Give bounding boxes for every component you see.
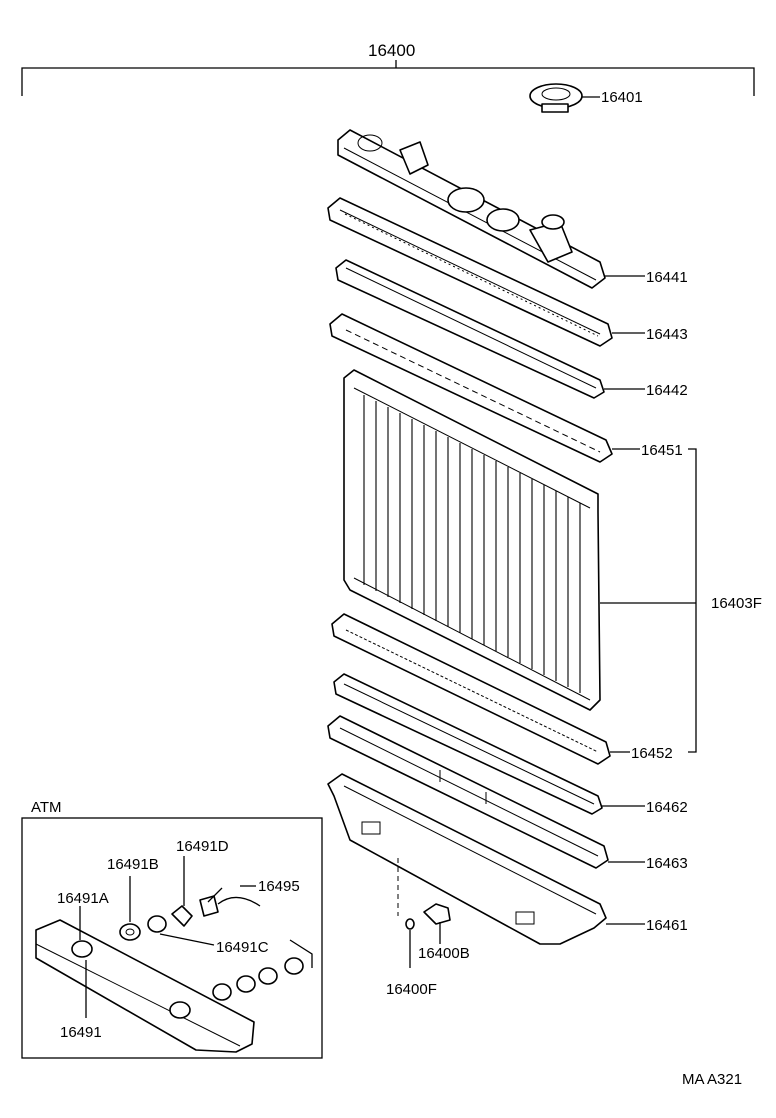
assembly-bracket: [21, 60, 755, 96]
lower-core-plate-part: [331, 613, 630, 765]
footer-code: MA A321: [682, 1071, 742, 1088]
lower-gasket-frame-part: [327, 715, 645, 869]
assembly-label: 16400: [368, 41, 415, 60]
label-16491B: 16491B: [107, 856, 159, 873]
label-16442: 16442: [646, 382, 688, 399]
label-16491A: 16491A: [57, 890, 109, 907]
label-16451: 16451: [641, 442, 683, 459]
lower-tank-part: [327, 773, 645, 945]
label-16461: 16461: [646, 917, 688, 934]
atm-oil-cooler-parts: [35, 856, 313, 1053]
atm-inset-frame: [21, 817, 323, 1059]
upper-tank-part: [337, 129, 645, 289]
label-16400B: 16400B: [418, 945, 470, 962]
label-16443: 16443: [646, 326, 688, 343]
core-group-bracket: [688, 448, 697, 753]
core-fins: [363, 395, 581, 693]
label-16491C: 16491C: [216, 939, 269, 956]
upper-gasket-part: [335, 259, 645, 399]
label-16463: 16463: [646, 855, 688, 872]
lower-gasket-part: [333, 673, 645, 815]
label-16401: 16401: [601, 89, 643, 106]
label-16491: 16491: [60, 1024, 102, 1041]
drain-cock-part: [397, 858, 451, 944]
label-16441: 16441: [646, 269, 688, 286]
upper-core-plate-part: [329, 313, 640, 463]
label-16403F: 16403F: [711, 595, 762, 612]
label-16452: 16452: [631, 745, 673, 762]
upper-gasket-frame-part: [327, 197, 645, 347]
inset-title: ATM: [31, 799, 62, 816]
label-16491D: 16491D: [176, 838, 229, 855]
radiator-cap-part: [529, 83, 600, 113]
radiator-core-part: [343, 369, 696, 711]
label-16462: 16462: [646, 799, 688, 816]
label-16400F: 16400F: [386, 981, 437, 998]
label-16495: 16495: [258, 878, 300, 895]
